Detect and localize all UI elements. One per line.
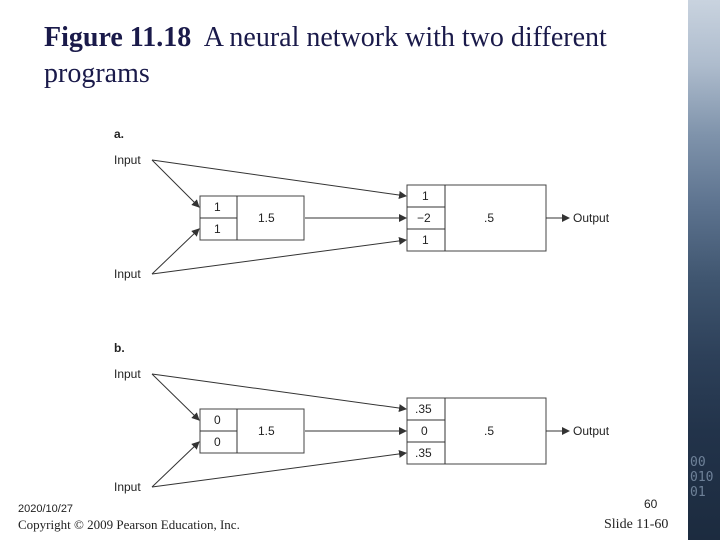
panel-b-edge xyxy=(151,441,200,488)
panel-a-input-bottom: Input xyxy=(114,267,141,281)
panel-b-input-bottom: Input xyxy=(114,480,141,494)
panel-b-edge xyxy=(151,373,407,413)
panel-a-label: a. xyxy=(114,127,124,141)
panel-a: a. Input Input 1 1 1.5 1 −2 1 .5 Output xyxy=(114,127,610,281)
panel-a-output-weight: −2 xyxy=(417,211,431,225)
footer-page-number: 60 xyxy=(644,497,658,511)
panel-a-output-threshold: .5 xyxy=(484,211,494,225)
panel-a-hidden-threshold: 1.5 xyxy=(258,211,275,225)
panel-a-edge xyxy=(151,228,200,275)
panel-a-edge xyxy=(151,159,407,199)
panel-a-edge xyxy=(151,159,200,208)
panel-b-output-weight: .35 xyxy=(415,402,432,416)
footer-date: 2020/10/27 xyxy=(18,503,74,515)
footer-copyright: Copyright © 2009 Pearson Education, Inc. xyxy=(18,517,240,532)
slide-title: Figure 11.18 A neural network with two d… xyxy=(44,20,644,92)
panel-a-output-label: Output xyxy=(573,211,610,225)
decorative-side-strip: 00 010 01 xyxy=(688,0,720,540)
panel-a-hidden-weight: 1 xyxy=(214,222,221,236)
panel-a-hidden-weight: 1 xyxy=(214,200,221,214)
neural-network-diagram: a. Input Input 1 1 1.5 1 −2 1 .5 Output … xyxy=(114,127,610,494)
panel-b-output-label: Output xyxy=(573,424,610,438)
figure-caption: A neural network with two different prog… xyxy=(44,22,607,89)
panel-b-output-threshold: .5 xyxy=(484,424,494,438)
strip-binary-text: 00 010 01 xyxy=(690,455,714,500)
panel-b-input-top: Input xyxy=(114,367,141,381)
panel-b-hidden-threshold: 1.5 xyxy=(258,424,275,438)
panel-a-output-weight: 1 xyxy=(422,233,429,247)
panel-a-output-weight: 1 xyxy=(422,189,429,203)
figure-label: Figure 11.18 xyxy=(44,22,192,53)
panel-b-output-weight: 0 xyxy=(421,424,428,438)
panel-b-hidden-weight: 0 xyxy=(214,435,221,449)
panel-b: b. Input Input 0 0 1.5 .35 0 .35 .5 Outp… xyxy=(114,341,610,494)
panel-b-edge xyxy=(151,373,200,421)
panel-b-edge xyxy=(151,449,407,488)
panel-b-output-weight: .35 xyxy=(415,446,432,460)
footer-slide-number: Slide 11-60 xyxy=(604,517,669,532)
panel-b-label: b. xyxy=(114,341,125,355)
panel-b-hidden-weight: 0 xyxy=(214,413,221,427)
panel-a-input-top: Input xyxy=(114,153,141,167)
panel-a-edge xyxy=(151,236,407,275)
